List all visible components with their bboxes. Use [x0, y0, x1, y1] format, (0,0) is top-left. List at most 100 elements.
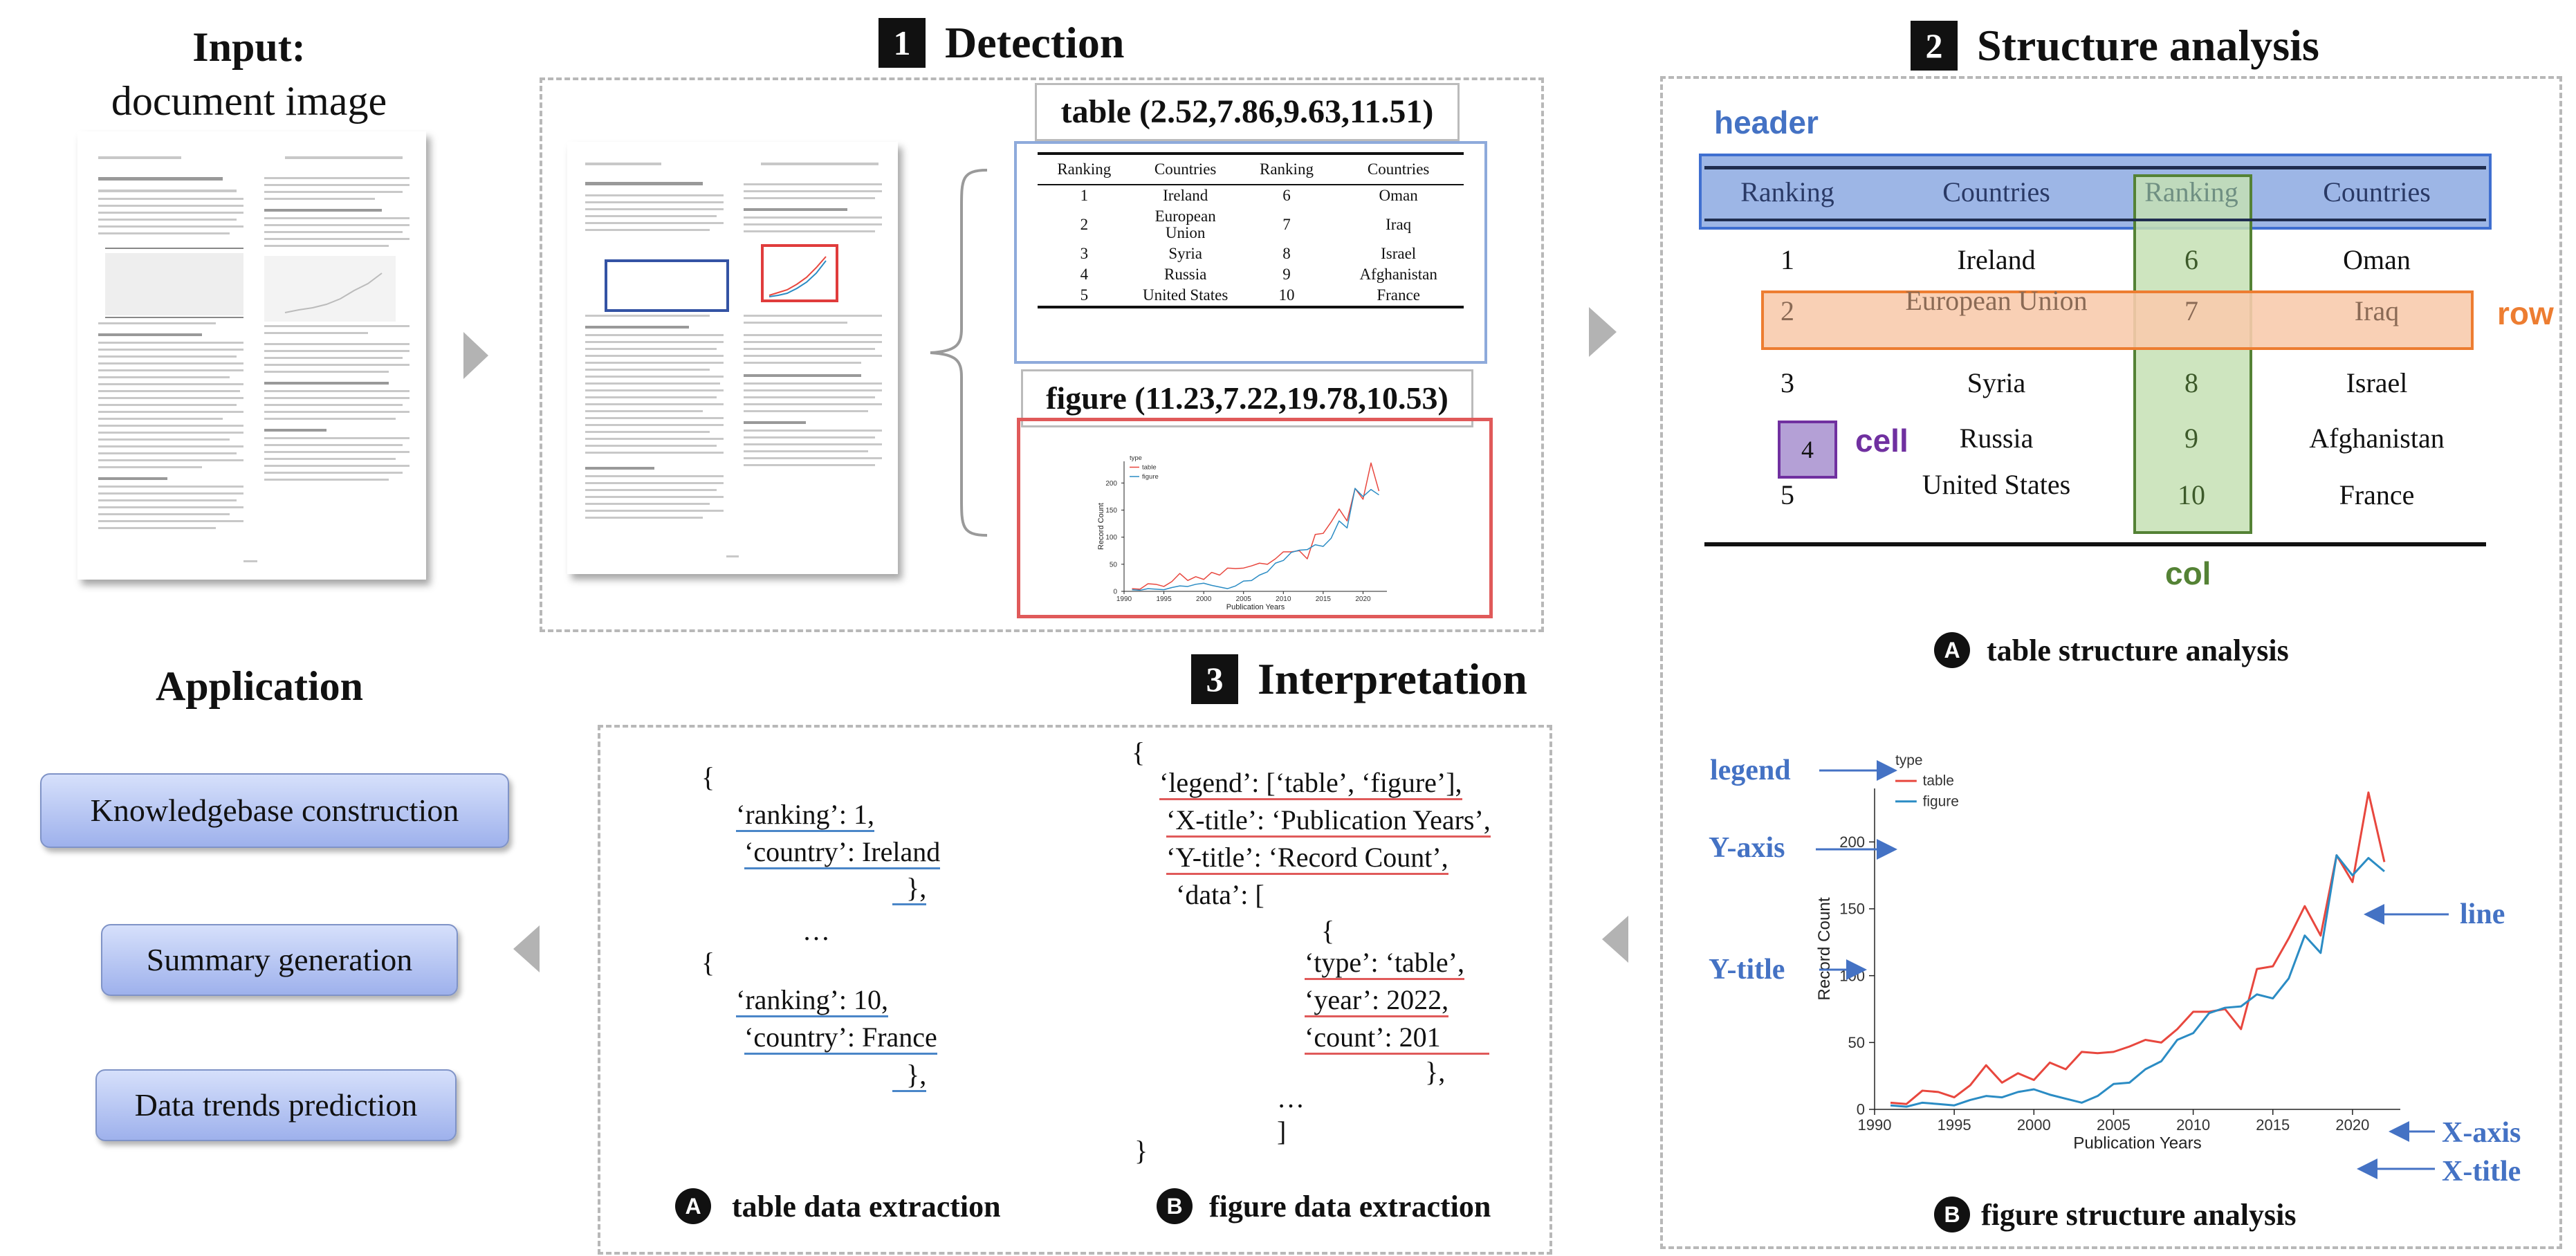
y-tick-label: 200: [1105, 480, 1117, 488]
x-tick-label: 1995: [1938, 1116, 1971, 1134]
x-tick-label: 2010: [2176, 1116, 2210, 1134]
det-table-cell: Iraq: [1386, 216, 1412, 233]
x-tick-label: 2000: [1196, 595, 1212, 603]
figure-json-year: ‘year’: 2022,: [1305, 981, 1449, 1019]
y-tick-label: 150: [1839, 901, 1865, 918]
figure-json-type-text: ‘type’: ‘table’,: [1305, 947, 1464, 980]
row-label: row: [2497, 295, 2554, 331]
table-header-rule: [1704, 219, 2486, 221]
header-label: header: [1714, 104, 1819, 140]
table-json-ranking2: ‘ranking’: 10,: [736, 981, 888, 1019]
x-tick-label: 1990: [1116, 595, 1132, 603]
y-axis-title: Record Count: [1815, 897, 1834, 1001]
det-table-header-0: Ranking: [1057, 160, 1112, 178]
table-json-country2-text: ‘country’: France: [744, 1022, 937, 1055]
table-json-ranking1-text: ‘ranking’: 1,: [736, 799, 874, 832]
struct-cell: Afghanistan: [2309, 423, 2445, 454]
det-table-header-2: Ranking: [1260, 160, 1314, 178]
y-tick-label: 150: [1105, 507, 1117, 515]
det-table-cell: 9: [1282, 266, 1291, 283]
table-json-close1: },: [892, 869, 927, 907]
y-tick-label: 100: [1105, 534, 1117, 542]
struct-cell: Syria: [1967, 367, 2026, 398]
cell-label: cell: [1855, 423, 1908, 459]
figure-json-open: {: [1132, 737, 1146, 768]
det-table-cell: 7: [1282, 216, 1291, 233]
col-label: col: [2165, 555, 2211, 591]
figure-annotation-arrows: [1816, 760, 2449, 1179]
det-table-cell: 5: [1080, 286, 1089, 304]
table-json-ranking2-text: ‘ranking’: 10,: [736, 984, 888, 1017]
fig-label-xaxis: X-axis: [2442, 1117, 2521, 1149]
figure-json-close: }: [1134, 1135, 1148, 1166]
struct-cell: Iraq: [2354, 295, 2400, 326]
detection-step-number: 1: [878, 18, 926, 68]
app-summary-generation: Summary generation: [101, 924, 458, 996]
detection-document-thumbnail: [567, 142, 898, 574]
struct-cell: 3: [1781, 367, 1794, 398]
interp-caption-b-text: figure data extraction: [1209, 1189, 1491, 1223]
y-tick-label: 200: [1839, 833, 1865, 851]
interp-caption-a-text: table data extraction: [732, 1189, 1001, 1223]
det-table-cell: Russia: [1163, 266, 1207, 283]
struct-cell: 2: [1781, 295, 1794, 326]
table-json-ranking1: ‘ranking’: 1,: [736, 795, 874, 834]
struct-header-3: Countries: [2323, 176, 2431, 207]
table-json-open2: {: [701, 947, 715, 978]
figure-structure-caption-text: figure structure analysis: [1981, 1197, 2297, 1232]
detection-heading: 1 Detection: [878, 15, 1124, 71]
input-document-thumbnail: [77, 131, 426, 580]
table-json-close2: },: [892, 1055, 927, 1094]
figure-json-count-text: ‘count’: 201: [1305, 1022, 1489, 1055]
struct-cell: France: [2339, 479, 2415, 510]
table-structure-caption-text: table structure analysis: [1987, 633, 2289, 667]
y-tick-label: 50: [1110, 561, 1118, 569]
x-axis-title: Publication Years: [1226, 603, 1285, 611]
structure-title: Structure analysis: [1977, 21, 2319, 70]
interpretation-title: Interpretation: [1258, 654, 1527, 703]
detected-figure-label: figure (11.23,7.22,19.78,10.53): [1021, 369, 1473, 427]
struct-cell: 9: [2184, 423, 2198, 454]
legend-label-table: table: [1142, 464, 1157, 472]
figure-json-legend-text: ‘legend’: [‘table’, ‘figure’],: [1159, 767, 1462, 800]
series-line-table: [1132, 462, 1380, 590]
table-json-close1-text: },: [892, 872, 927, 905]
figure-json-legend: ‘legend’: [‘table’, ‘figure’],: [1159, 764, 1462, 802]
y-axis-title: Record Count: [1097, 503, 1105, 550]
table-json-close2-text: },: [892, 1059, 927, 1092]
det-table-cell: 3: [1080, 245, 1089, 262]
app-knowledgebase-construction: Knowledgebase construction: [40, 773, 509, 848]
x-tick-label: 2015: [1316, 595, 1332, 603]
col-highlight: [2133, 174, 2252, 534]
interpretation-heading: 3 Interpretation: [1191, 652, 1527, 707]
fig-label-ytitle: Y-title: [1709, 954, 1785, 986]
legend-label-table: table: [1923, 773, 1954, 789]
det-table-cell: Syria: [1168, 245, 1202, 262]
app-data-trends-prediction: Data trends prediction: [95, 1069, 457, 1141]
det-table-cell: Afghanistan: [1359, 266, 1437, 283]
series-line-table: [1890, 791, 2386, 1105]
series-line-figure: [1890, 854, 2385, 1108]
caption-circle-b: B: [1934, 1197, 1970, 1232]
fig-label-yaxis: Y-axis: [1709, 832, 1785, 864]
fig-label-legend: legend: [1710, 755, 1791, 786]
det-table-header-1: Countries: [1154, 160, 1217, 178]
figure-json-inner-close: },: [1425, 1056, 1446, 1087]
interpretation-caption-b: B figure data extraction: [1157, 1188, 1491, 1224]
document-text-lines: [98, 156, 410, 562]
det-table-cell: France: [1377, 286, 1420, 304]
x-tick-label: 2005: [2097, 1116, 2131, 1134]
struct-cell: Oman: [2343, 244, 2411, 275]
figure-json-ytitle: ‘Y-title’: ‘Record Count’,: [1166, 838, 1448, 877]
x-tick-label: 2015: [2256, 1116, 2290, 1134]
arrow-input-to-detection: [463, 332, 488, 379]
arrow-structure-to-interpretation: [1602, 916, 1628, 963]
struct-cell: 7: [2184, 295, 2198, 326]
struct-cell: Israel: [2346, 367, 2408, 398]
